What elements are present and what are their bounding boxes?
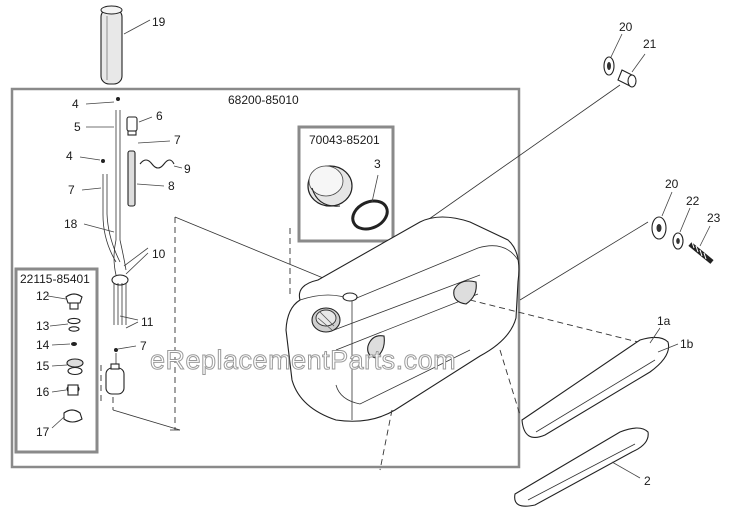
part-6-grommet (126, 116, 138, 136)
leader-14 (51, 343, 71, 346)
callout-4a: 4 (72, 97, 79, 111)
callout-17: 17 (36, 425, 50, 439)
callout-5: 5 (74, 120, 81, 134)
guide-line-top (401, 84, 621, 239)
main-assembly-label: 68200-85010 (228, 93, 299, 107)
leader-12 (47, 295, 67, 300)
leader-20-top (610, 33, 623, 58)
leader-13 (49, 323, 69, 327)
dash-pad-upper (469, 299, 651, 346)
leader-21 (631, 53, 646, 73)
leader-7b (81, 187, 102, 191)
part-9-clip (139, 159, 175, 169)
callout-12: 12 (36, 289, 50, 303)
callout-22: 22 (686, 194, 700, 208)
callout-2: 2 (644, 474, 651, 488)
filter-kit-label: 22115-85401 (20, 272, 90, 286)
cap-kit-box (297, 125, 395, 243)
part-8-hose (127, 150, 136, 207)
callout-1b: 1b (680, 337, 694, 351)
callout-6: 6 (156, 109, 163, 123)
callout-7a: 7 (174, 133, 181, 147)
watermark-text: eReplacementParts.com (150, 345, 456, 375)
part-1-pad (521, 336, 670, 438)
part-15-valve (66, 358, 84, 376)
leader-10 (123, 247, 149, 275)
leader-7a (137, 140, 171, 144)
leader-22 (679, 207, 691, 233)
part-14-spacer (71, 342, 77, 346)
filter-kit-box (14, 267, 99, 454)
leader-6 (138, 116, 153, 123)
part-12-cap (65, 293, 83, 310)
callout-23: 23 (707, 211, 721, 225)
leader-2 (611, 461, 641, 479)
callout-20-right: 20 (665, 177, 679, 191)
leader-4a (85, 101, 115, 105)
leader-11 (119, 315, 139, 329)
leader-8 (136, 183, 165, 187)
leader-9 (173, 165, 183, 169)
fuel-line-assembly (101, 97, 129, 352)
leader-20-right (661, 191, 673, 217)
part-17-clip (63, 409, 83, 423)
callout-3: 3 (374, 157, 381, 171)
guide-line-right (519, 221, 649, 301)
callout-1a: 1a (657, 314, 671, 328)
leader-23 (699, 225, 711, 247)
leader-19 (123, 19, 151, 35)
callout-14: 14 (36, 338, 50, 352)
callout-18: 18 (64, 217, 78, 231)
leader-1a (649, 327, 661, 344)
part-3-gasket (351, 199, 389, 231)
part-fuel-cap (307, 165, 353, 207)
callout-9: 9 (184, 162, 191, 176)
guide-line-hose (174, 216, 346, 288)
part-20-washer-right (651, 216, 667, 240)
part-13-orings (67, 317, 81, 332)
callout-16: 16 (36, 385, 50, 399)
leader-7c (117, 345, 137, 350)
leader-3 (371, 174, 379, 203)
leader-16 (51, 389, 67, 393)
leader-1b (657, 343, 679, 353)
part-23-bolt (688, 241, 714, 264)
leader-15 (51, 364, 68, 367)
part-22-washer (672, 232, 684, 250)
part-16-seal (66, 384, 80, 396)
fuel-tank (285, 216, 520, 422)
callout-7b: 7 (68, 183, 75, 197)
part-20-washer-top (603, 56, 615, 76)
callout-8: 8 (168, 179, 175, 193)
guide-line-filter (112, 409, 181, 431)
cap-kit-label: 70043-85201 (309, 133, 380, 147)
leader-18 (83, 223, 115, 233)
part-19-sleeve (100, 5, 123, 85)
fuel-filter (100, 353, 125, 410)
dash-pad-lower (379, 409, 393, 471)
callout-19: 19 (152, 15, 166, 29)
callout-20-top: 20 (619, 20, 633, 34)
dash-pad-mid (499, 349, 521, 416)
callout-15: 15 (36, 359, 50, 373)
leader-17 (51, 416, 65, 429)
callout-13: 13 (36, 319, 50, 333)
callout-21: 21 (643, 37, 657, 51)
callout-4b: 4 (66, 149, 73, 163)
callout-7c: 7 (140, 339, 147, 353)
part-21-bushing (617, 69, 637, 88)
callout-11: 11 (141, 315, 154, 329)
part-2-pad (514, 427, 649, 507)
leader-4b (79, 156, 101, 161)
callout-10: 10 (152, 247, 166, 261)
